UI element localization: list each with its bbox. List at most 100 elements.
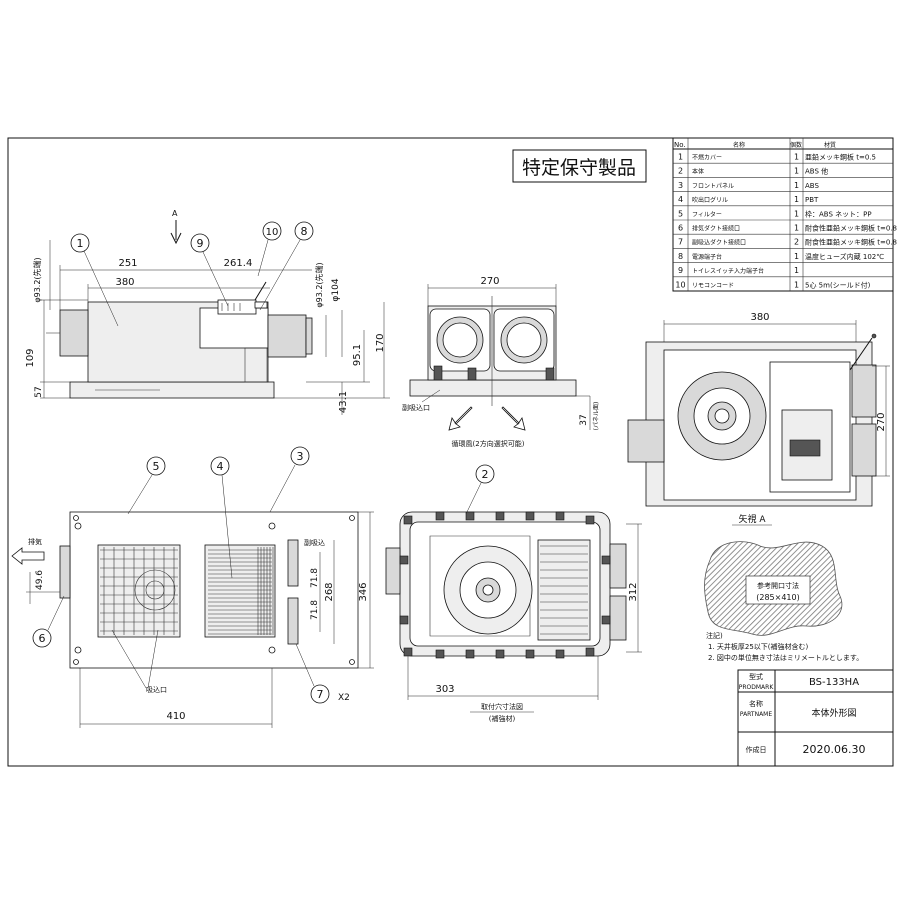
sub-intake-label: 副吸込口 bbox=[402, 403, 430, 412]
intake-label: 吸込口 bbox=[146, 685, 167, 694]
table-cell-material: 枠：ABS ネット：PP bbox=[805, 209, 872, 218]
table-cell-material: 耐食性亜鉛メッキ鋼板 t=0.8 bbox=[805, 224, 897, 233]
date-label: 作成日 bbox=[746, 745, 767, 754]
stamp-box bbox=[512, 149, 647, 183]
view-arrow-icon bbox=[170, 232, 182, 245]
dim-109: 109 bbox=[25, 348, 36, 367]
table-cell-material: 5心 5m(シールド付) bbox=[805, 280, 871, 289]
sub-intake-label-bottom: 副吸込 bbox=[304, 538, 325, 547]
notes-title: 注記) bbox=[706, 631, 723, 640]
table-cell-no: 1 bbox=[678, 153, 683, 162]
balloon-3: 3 bbox=[297, 450, 304, 463]
table-cell-material: 耐食性亜鉛メッキ鋼板 t=0.8 bbox=[805, 238, 897, 247]
table-cell-name: 吹出口グリル bbox=[692, 196, 728, 204]
table-header-no: No. bbox=[674, 141, 686, 149]
balloon-9: 9 bbox=[197, 237, 204, 250]
table-header-name: 名称 bbox=[733, 141, 745, 149]
name-label-en: PARTNAME bbox=[740, 711, 773, 718]
table-cell-qty: 1 bbox=[794, 224, 799, 233]
balloon-7: 7 bbox=[317, 688, 324, 701]
table-cell-no: 4 bbox=[678, 195, 683, 204]
arrow-view-caption: 矢視 A bbox=[738, 513, 766, 525]
install-caption-2: (補強材) bbox=[489, 714, 516, 723]
table-cell-qty: 2 bbox=[794, 238, 799, 247]
table-cell-no: 2 bbox=[678, 167, 683, 176]
table-cell-no: 5 bbox=[678, 209, 683, 218]
opening-label-1: 参考開口寸法 bbox=[757, 581, 799, 590]
model-label-jp: 型式 bbox=[749, 672, 763, 681]
table-cell-no: 10 bbox=[675, 280, 685, 289]
table-cell-name: 電源端子台 bbox=[692, 253, 722, 261]
dim-380: 380 bbox=[115, 277, 134, 288]
table-cell-no: 8 bbox=[678, 252, 683, 261]
side-view: A 251 380 261.4 109 bbox=[25, 209, 390, 415]
install-caption-1: 取付穴寸法図 bbox=[481, 702, 523, 711]
dim-170: 170 bbox=[375, 333, 386, 352]
balloon-4: 4 bbox=[217, 460, 224, 473]
table-cell-name: 排気ダクト接続口 bbox=[692, 225, 740, 233]
table-cell-no: 9 bbox=[678, 266, 683, 275]
table-cell-qty: 1 bbox=[794, 167, 799, 176]
panel-side-label: (パネル面) bbox=[593, 402, 600, 431]
table-cell-material: ABS 他 bbox=[805, 167, 828, 176]
sheet-border bbox=[7, 137, 894, 767]
notes: 注記) 1. 天井板厚25以下(補強材含む) 2. 図中の単位無き寸法はミリメー… bbox=[706, 631, 863, 662]
exhaust-label: 排気 bbox=[28, 537, 42, 546]
balloon-8: 8 bbox=[301, 225, 308, 238]
dim-346: 346 bbox=[358, 582, 369, 601]
balloon-5: 5 bbox=[153, 460, 160, 473]
circulation-label: 循環風(2方向選択可能) bbox=[452, 439, 525, 448]
stamp-text: 特定保守製品 bbox=[522, 157, 636, 179]
table-cell-qty: 1 bbox=[794, 195, 799, 204]
table-cell-name: フィルター bbox=[692, 210, 722, 218]
front-view: 270 37 (パネル面) 副吸込口 循環風(2方向選択可能) bbox=[402, 276, 600, 448]
balloon-10: 10 bbox=[266, 227, 279, 238]
circulation-arrow-right-icon bbox=[501, 406, 526, 431]
dim-phi-93-2-right: φ93.2(先端) bbox=[314, 262, 324, 307]
circulation-arrow-left-icon bbox=[448, 406, 473, 431]
quantity-x2: X2 bbox=[338, 693, 350, 703]
dim-phi-104: φ104 bbox=[331, 278, 341, 301]
arrow-view-a: 380 270 矢視 A bbox=[627, 312, 890, 526]
dim-270-front: 270 bbox=[480, 276, 499, 287]
dim-251: 251 bbox=[118, 258, 137, 269]
table-cell-name: リモコンコード bbox=[692, 282, 734, 289]
table-cell-material: PBT bbox=[805, 196, 819, 204]
dim-71-8-lower: 71.8 bbox=[310, 600, 320, 620]
table-cell-name: トイレスイッチ入力端子台 bbox=[692, 267, 764, 275]
date-value: 2020.06.30 bbox=[803, 743, 866, 756]
table-cell-material: 温度ヒューズ内蔵 102℃ bbox=[805, 252, 884, 261]
table-cell-no: 3 bbox=[678, 181, 683, 190]
dim-57: 57 bbox=[34, 386, 44, 397]
table-cell-qty: 1 bbox=[794, 266, 799, 275]
dim-phi-93-2-left: φ93.2(先端) bbox=[32, 257, 42, 302]
dim-312: 312 bbox=[628, 582, 639, 601]
table-cell-no: 6 bbox=[678, 224, 683, 233]
dim-380-arrow-view: 380 bbox=[750, 312, 769, 323]
dim-71-8-upper: 71.8 bbox=[310, 568, 320, 588]
table-cell-name: 不燃カバー bbox=[692, 154, 722, 162]
balloon-6: 6 bbox=[39, 632, 46, 645]
dim-410: 410 bbox=[166, 711, 185, 722]
balloon-1: 1 bbox=[77, 237, 84, 250]
table-cell-material: ABS bbox=[805, 182, 819, 190]
table-cell-qty: 1 bbox=[794, 181, 799, 190]
dim-43-1: 43.1 bbox=[338, 391, 349, 413]
install-view: 312 303 取付穴寸法図 (補強材) 2 bbox=[385, 464, 642, 723]
view-arrow-label: A bbox=[172, 209, 178, 218]
table-cell-name: 本体 bbox=[692, 168, 704, 176]
note-1: 1. 天井板厚25以下(補強材含む) bbox=[708, 642, 809, 651]
dim-270-arrow-view: 270 bbox=[876, 412, 887, 431]
table-cell-qty: 1 bbox=[794, 252, 799, 261]
table-cell-no: 7 bbox=[678, 238, 683, 247]
balloon-2: 2 bbox=[482, 468, 489, 481]
table-cell-name: フロントパネル bbox=[692, 183, 734, 190]
dim-268: 268 bbox=[324, 582, 335, 601]
table-cell-name: 副吸込ダクト接続口 bbox=[692, 239, 746, 247]
title-block: 型式 PRODMARK BS-133HA 名称 PARTNAME 本体外形図 作… bbox=[737, 669, 894, 767]
exhaust-arrow-icon bbox=[11, 547, 45, 565]
table-cell-material: 亜鉛メッキ鋼板 t=0.5 bbox=[805, 153, 876, 162]
